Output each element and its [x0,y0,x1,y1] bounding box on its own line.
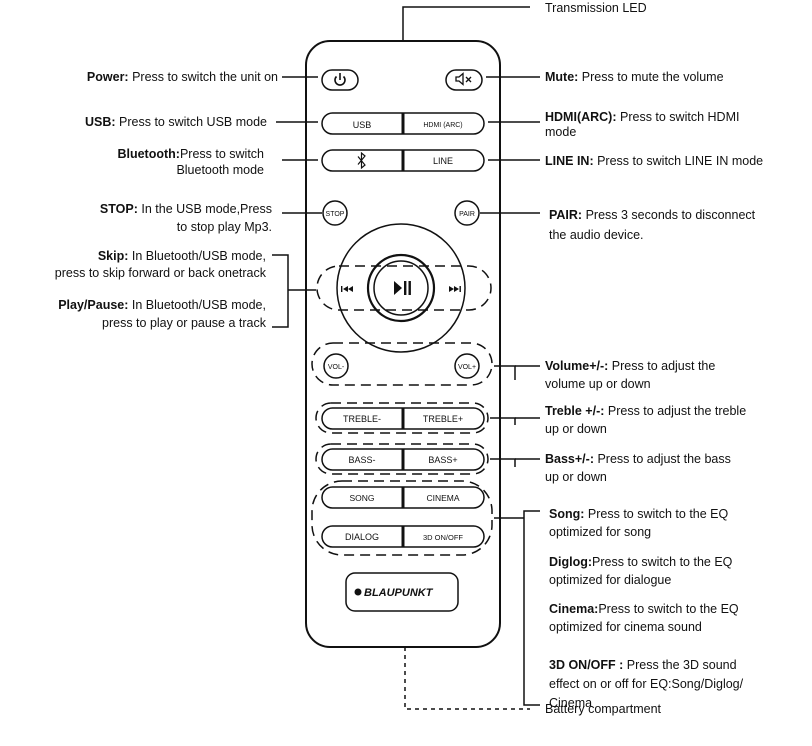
eq-bracket [523,510,540,706]
transmission-led-leader [402,6,530,41]
volume-dashed-region [311,342,493,386]
play-pause-label: Play/Pause: In Bluetooth/USB mode,press … [58,298,266,330]
usb-button[interactable]: USB [353,120,372,130]
eq-dashed-region [311,480,493,556]
bass-minus-button[interactable]: BASS- [348,455,375,465]
vol-plus-button[interactable]: VOL+ [458,364,476,371]
mute-icon [455,72,472,86]
vol-minus-button[interactable]: VOL- [328,364,345,371]
mute-button[interactable] [445,69,483,91]
bass-plus-button[interactable]: BASS+ [428,455,457,465]
nav-pad-outer [336,223,466,353]
song-button[interactable]: SONG [349,493,374,503]
skip-label: Skip: In Bluetooth/USB mode,press to ski… [54,249,266,280]
battery-leader [404,647,530,710]
brand-logo: BLAUPUNKT [364,587,434,599]
usb-label: USB: Press to switch USB mode [84,115,267,129]
treble-minus-button[interactable]: TREBLE- [343,414,381,424]
skip-dashed-region [316,265,492,311]
treble-dashed-region [315,402,489,434]
stop-button[interactable]: STOP [326,211,345,218]
bass-leader [490,458,516,467]
power-button[interactable] [321,69,359,91]
threed-button[interactable]: 3D ON/OFF [423,533,463,542]
mute-label: Mute: Press to mute the volume [545,70,724,84]
pair-button-ring [454,200,480,226]
battery-label: Battery compartment [545,702,662,716]
power-label: Power: Press to switch the unit on [86,70,278,84]
logo-dot [354,588,362,596]
volume-leader [494,365,516,380]
treble-leader [490,417,516,425]
transmission-led-label: Transmission LED [545,1,647,15]
line-in-label: LINE IN: Press to switch LINE IN mode [545,154,764,168]
dialog-button[interactable]: DIALOG [345,532,379,542]
play-pause-icon [394,281,411,295]
stop-button-ring [322,200,348,226]
skip-forward-icon[interactable] [449,286,461,292]
hdmi-button[interactable]: HDMI (ARC) [423,122,462,129]
play-pause-button[interactable] [366,253,436,323]
power-icon [334,73,346,86]
treble-plus-button[interactable]: TREBLE+ [423,414,463,424]
vol-minus-ring [323,353,349,379]
line-button[interactable]: LINE [433,156,453,166]
cinema-button[interactable]: CINEMA [426,493,459,503]
skip-back-icon[interactable] [341,286,353,292]
vol-plus-ring [454,353,480,379]
bluetooth-icon[interactable] [357,151,366,170]
skip-play-bracket [272,254,289,328]
logo-badge [345,572,459,612]
pair-button[interactable]: PAIR [459,211,475,218]
bass-dashed-region [315,443,489,475]
